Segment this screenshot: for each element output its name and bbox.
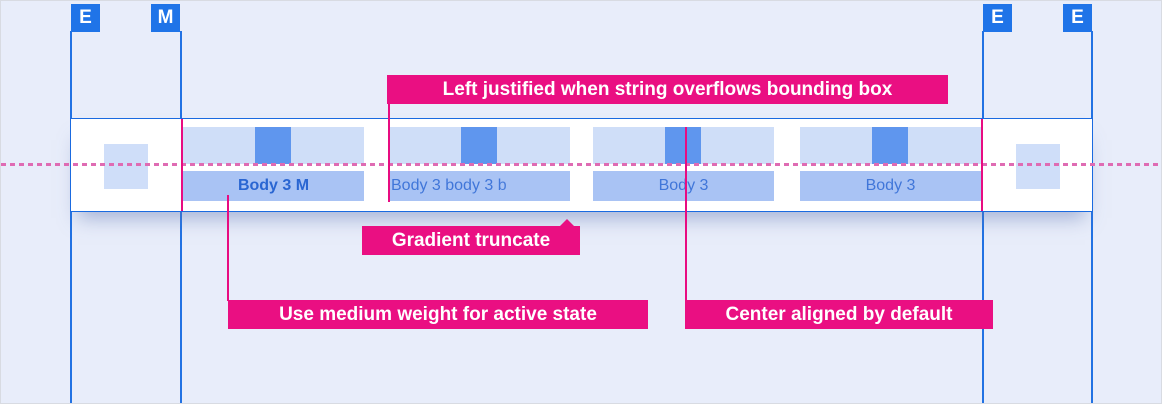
callout-left-justified: Left justified when string overflows bou… xyxy=(387,75,948,104)
margin-marker-e-right: E xyxy=(1063,4,1092,32)
pointer-line-active-state xyxy=(227,195,229,301)
tab-icon-row xyxy=(183,127,364,164)
tab-icon-row xyxy=(800,127,981,164)
tab-icon-row xyxy=(593,127,774,164)
guide-line-right-edge xyxy=(1091,31,1093,403)
tab-icon-row xyxy=(389,127,570,164)
tab-label: Body 3 xyxy=(800,171,981,201)
pointer-line-content-end xyxy=(981,119,983,211)
guide-line-left-margin xyxy=(180,31,182,403)
guide-line-left-edge xyxy=(70,31,72,403)
tab-icon-placeholder xyxy=(872,127,908,164)
callout-gradient-truncate: Gradient truncate xyxy=(362,219,580,255)
pointer-line-center-aligned xyxy=(685,127,687,301)
tab-label: Body 3 xyxy=(593,171,774,201)
tab-label: Body 3 M xyxy=(183,171,364,201)
margin-marker-e-right-inner: E xyxy=(983,4,1012,32)
tab-icon-placeholder xyxy=(461,127,497,164)
tab-icon-placeholder xyxy=(665,127,701,164)
centerline-dashed xyxy=(1,163,1161,166)
pointer-line-content-start xyxy=(181,119,183,211)
guide-line-right-margin xyxy=(982,31,984,403)
pointer-line-overflow xyxy=(388,103,390,202)
margin-marker-e-left: E xyxy=(71,4,100,32)
edge-icon-placeholder-right[interactable] xyxy=(1016,144,1060,189)
callout-center-aligned: Center aligned by default xyxy=(685,300,993,329)
tab-label: Body 3 body 3 b xyxy=(389,171,570,201)
tab-icon-placeholder xyxy=(255,127,291,164)
margin-marker-m: M xyxy=(151,4,180,32)
edge-icon-placeholder-left[interactable] xyxy=(104,144,148,189)
callout-medium-weight: Use medium weight for active state xyxy=(228,300,648,329)
